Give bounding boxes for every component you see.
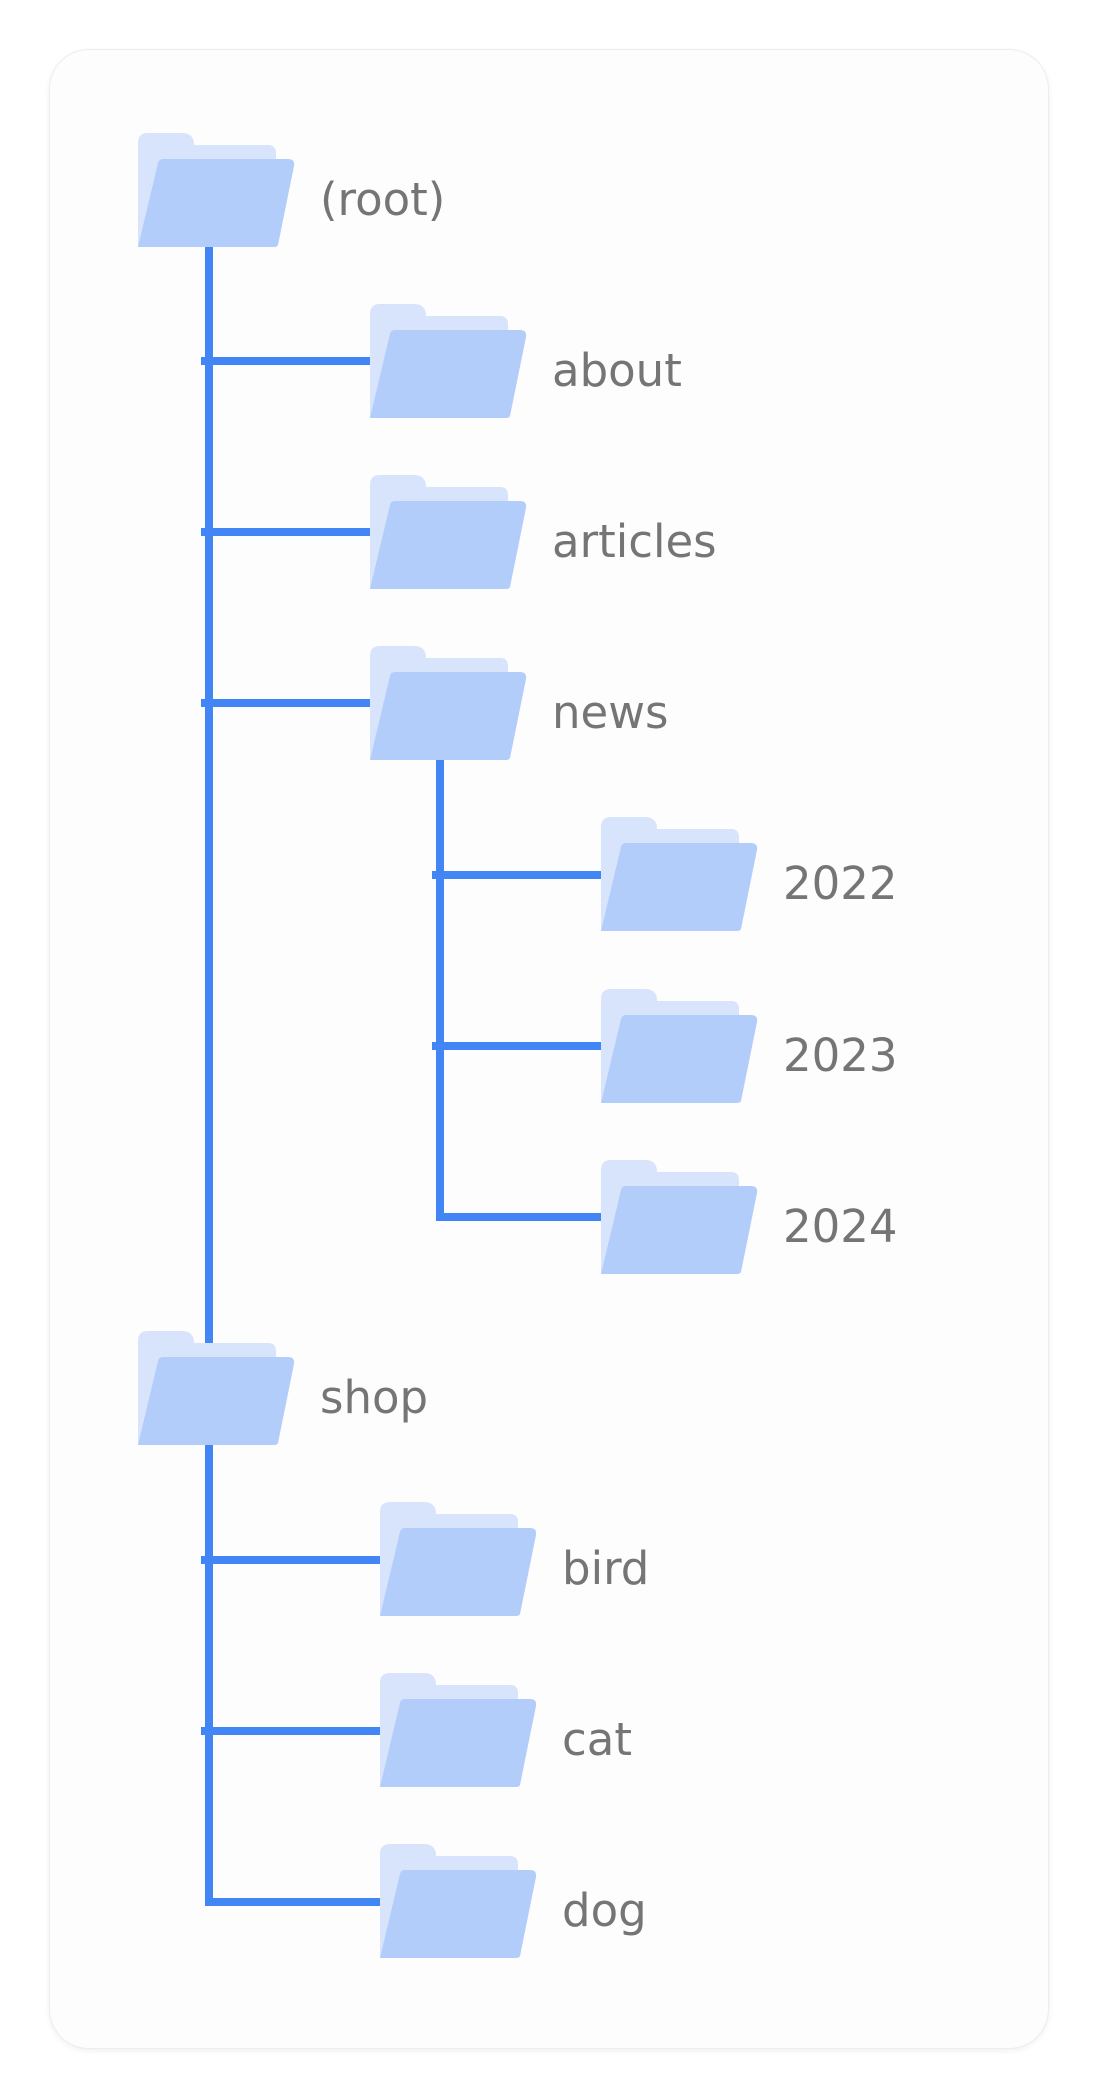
connector-news-trunk bbox=[436, 753, 608, 1221]
node-label-articles: articles bbox=[552, 515, 717, 568]
folder-front bbox=[601, 843, 758, 931]
folder-icon bbox=[370, 475, 527, 589]
node-label-about: about bbox=[552, 344, 682, 397]
node-label-root: (root) bbox=[320, 173, 446, 226]
folder-front bbox=[601, 1015, 758, 1103]
folder-front bbox=[138, 1357, 295, 1445]
folder-front bbox=[370, 672, 527, 760]
folder-icon bbox=[601, 1160, 758, 1274]
connector-shop-trunk bbox=[205, 1436, 386, 1906]
folder-icon bbox=[138, 133, 295, 247]
folder-icon bbox=[601, 989, 758, 1103]
node-label-cat: cat bbox=[562, 1713, 632, 1766]
folder-front bbox=[601, 1186, 758, 1274]
folder-icon bbox=[380, 1844, 537, 1958]
folder-icon bbox=[370, 646, 527, 760]
node-label-bird: bird bbox=[562, 1542, 650, 1595]
node-label-shop: shop bbox=[320, 1371, 429, 1424]
folder-front bbox=[380, 1699, 537, 1787]
folder-front bbox=[370, 501, 527, 589]
folder-front bbox=[380, 1528, 537, 1616]
folder-front bbox=[138, 159, 295, 247]
node-label-2024: 2024 bbox=[783, 1200, 898, 1253]
folder-icon bbox=[138, 1331, 295, 1445]
folder-front bbox=[380, 1870, 537, 1958]
node-label-2023: 2023 bbox=[783, 1029, 898, 1082]
node-label-news: news bbox=[552, 686, 669, 739]
folder-icon bbox=[380, 1673, 537, 1787]
folder-icon bbox=[380, 1502, 537, 1616]
folder-icon bbox=[601, 817, 758, 931]
node-label-2022: 2022 bbox=[783, 857, 898, 910]
folder-icon bbox=[370, 304, 527, 418]
node-label-dog: dog bbox=[562, 1884, 647, 1937]
folder-front bbox=[370, 330, 527, 418]
